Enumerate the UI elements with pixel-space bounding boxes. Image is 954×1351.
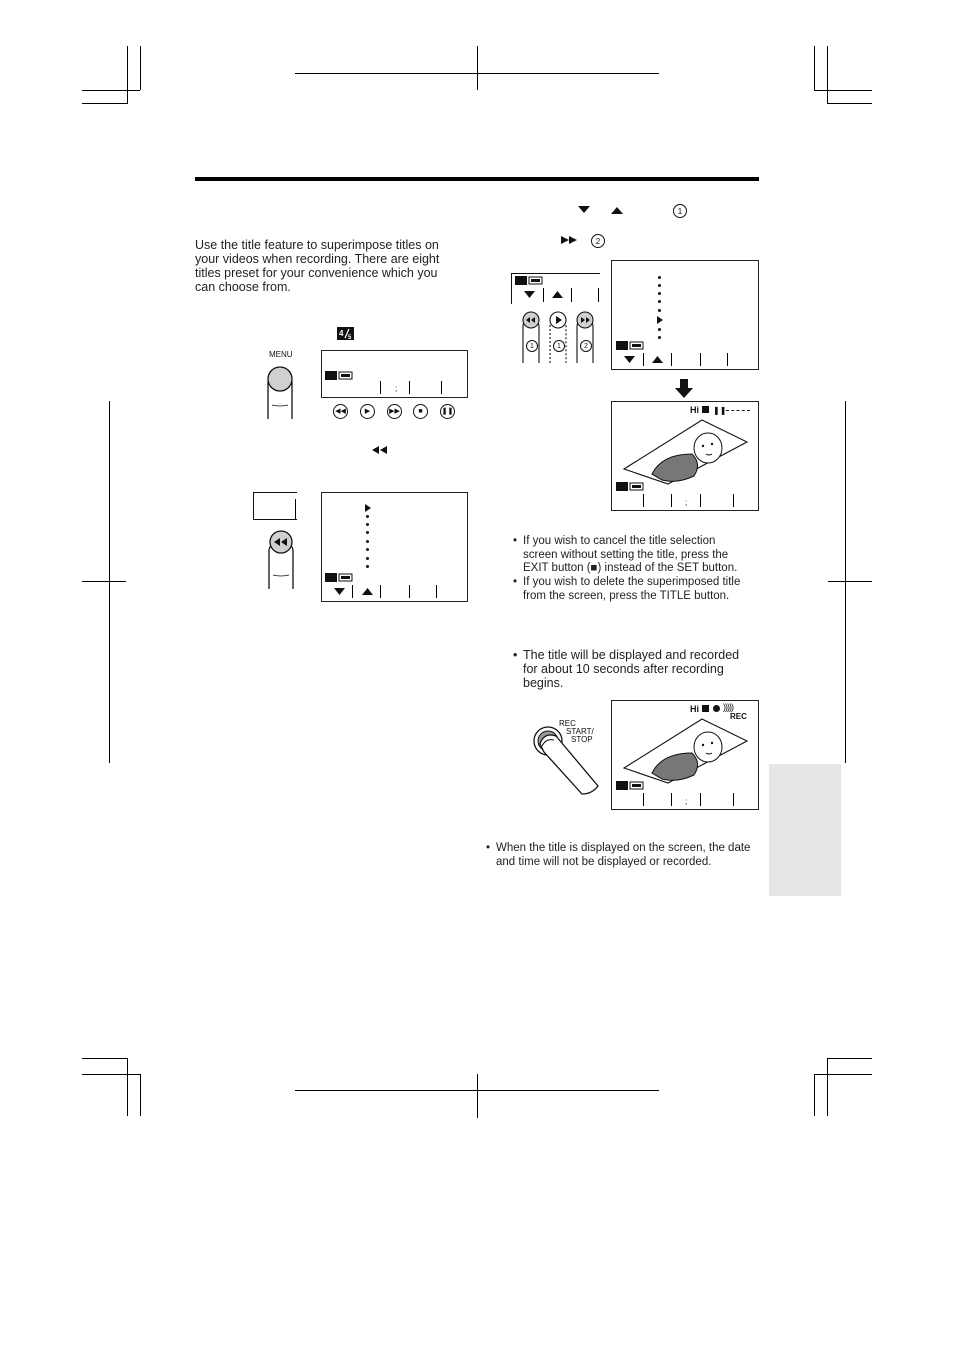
fast-forward-icon xyxy=(561,236,577,244)
finger-press-icon xyxy=(267,366,293,419)
finger-press-icon xyxy=(268,530,294,589)
rec-label-3: STOP xyxy=(571,735,593,744)
pause-button[interactable]: ❚❚ xyxy=(440,404,455,419)
note-delete: • If you wish to delete the superimposed… xyxy=(513,576,741,602)
stop-button[interactable]: ■ xyxy=(413,404,428,419)
note-cancel: • If you wish to cancel the title select… xyxy=(513,535,738,574)
lcd-title-preview: Hi ❚❚ ; xyxy=(611,401,759,511)
down-arrow-icon xyxy=(675,379,693,398)
note-duration: • The title will be displayed and record… xyxy=(513,648,740,690)
baby-illustration xyxy=(622,419,749,485)
lcd-title-list xyxy=(321,492,468,602)
rec-label-1: REC xyxy=(559,719,576,728)
step-2-marker: 2 xyxy=(580,340,592,352)
play-button[interactable]: ▶ xyxy=(360,404,375,419)
rec-button-press[interactable] xyxy=(532,724,604,796)
header-rule xyxy=(195,177,759,181)
lcd-menu-screen: ; xyxy=(321,350,468,398)
three-fingers xyxy=(522,311,594,363)
down-arrow-icon xyxy=(578,206,590,213)
button-box xyxy=(253,492,297,520)
step-1-marker: 1 xyxy=(526,340,538,352)
step-2-marker: 2 xyxy=(591,234,605,248)
battery-icon xyxy=(325,367,355,380)
intro-text: Use the title feature to superimpose tit… xyxy=(195,238,440,294)
lcd-title-select xyxy=(611,260,759,370)
section-tab xyxy=(769,764,841,896)
fast-forward-button[interactable]: ▶▶ xyxy=(387,404,402,419)
note-date: • When the title is displayed on the scr… xyxy=(486,842,751,868)
rewind-icon xyxy=(372,446,387,454)
lcd-mini-bar xyxy=(511,273,600,304)
lcd-recording: Hi ))))) REC ; xyxy=(611,700,759,810)
remaining-icon: 4 5 xyxy=(337,327,354,340)
menu-label: MENU xyxy=(269,350,293,359)
rec-label-2: START/ xyxy=(566,727,594,736)
rewind-button[interactable]: ◀◀ xyxy=(333,404,348,419)
baby-illustration xyxy=(622,718,749,784)
svg-text:4: 4 xyxy=(339,329,344,338)
step-1-marker: 1 xyxy=(673,204,687,218)
svg-text:5: 5 xyxy=(348,335,352,340)
step-1-marker: 1 xyxy=(553,340,565,352)
up-arrow-icon xyxy=(611,207,623,214)
